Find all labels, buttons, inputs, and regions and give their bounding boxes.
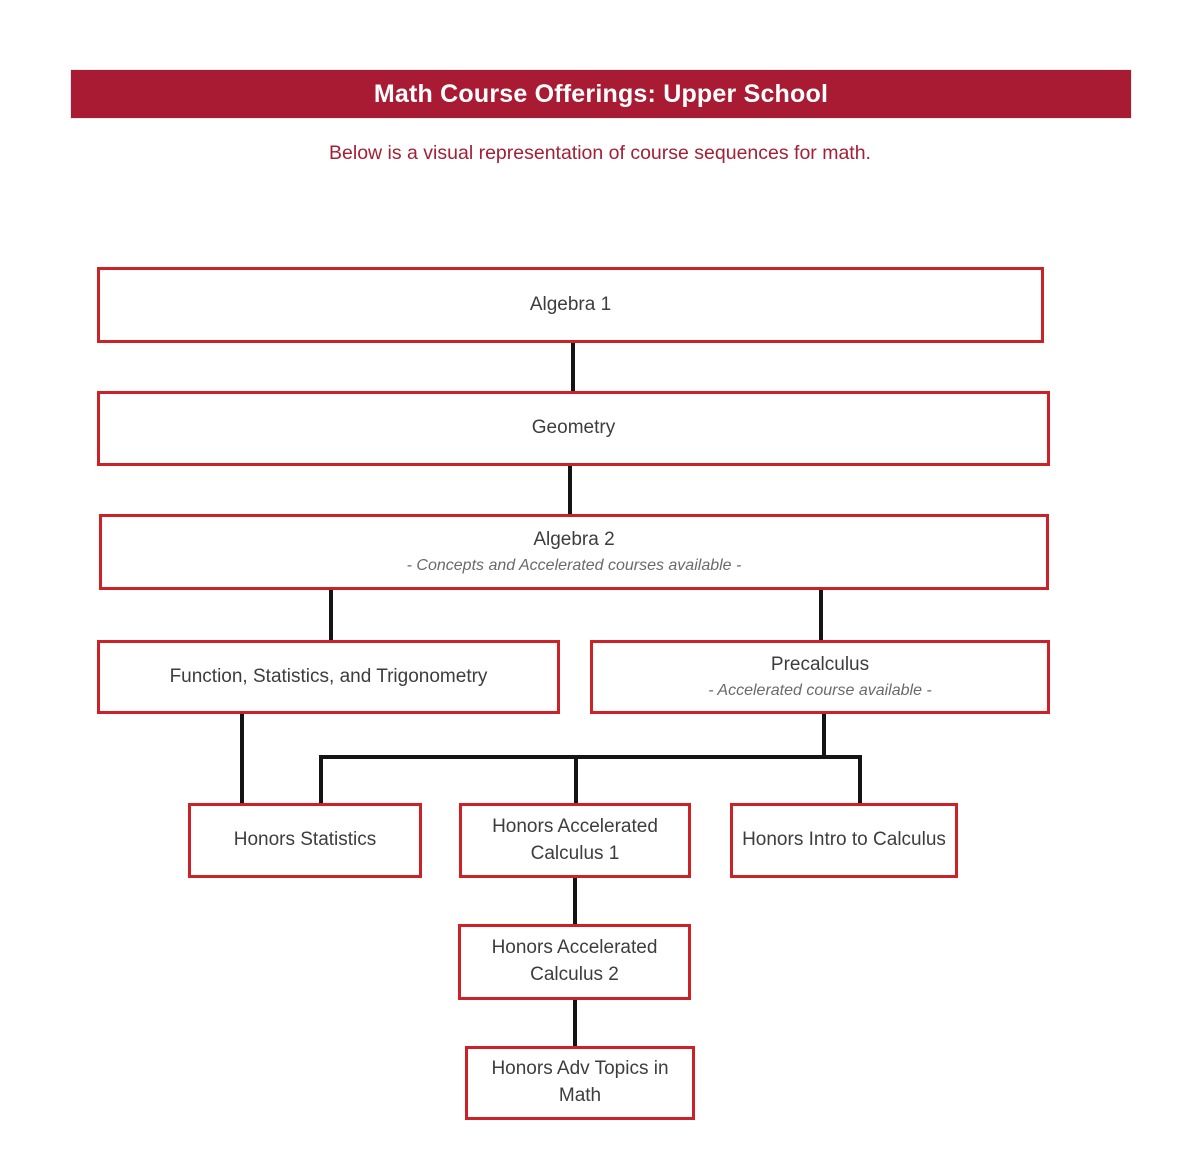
connector-algebra2-fst [329,589,333,641]
node-label: Honors Statistics [233,829,377,851]
connector-algebra2-precalculus [819,589,823,641]
node-label: Honors Accelerated Calculus 1 [492,815,658,864]
connector-hac2-adv-topics [573,999,577,1047]
node-geometry: Geometry [97,391,1050,466]
node-honors-statistics: Honors Statistics [188,803,422,878]
connector-precalculus-drop [822,713,826,759]
node-label: Honors Accelerated Calculus 2 [491,937,658,985]
node-algebra-2: Algebra 2 - Concepts and Accelerated cou… [99,514,1049,590]
connector-branch-honors-intro [858,755,862,804]
node-function-statistics-and-trigonometry: Function, Statistics, and Trigonometry [97,640,560,714]
node-honors-intro-to-calculus: Honors Intro to Calculus [730,803,958,878]
node-note: - Accelerated course available - [708,682,932,700]
node-precalculus: Precalculus - Accelerated course availab… [590,640,1050,714]
node-label: Function, Statistics, and Trigonometry [169,665,488,687]
node-honors-adv-topics-in-math: Honors Adv Topics in Math [465,1046,695,1120]
node-label: Honors Adv Topics in Math [491,1058,669,1106]
node-label: Honors Intro to Calculus [742,829,946,851]
connector-branch-horizontal [319,755,862,759]
page-header-banner: Math Course Offerings: Upper School [71,70,1131,118]
connector-hac1-hac2 [573,877,577,925]
node-honors-accelerated-calculus-2: Honors Accelerated Calculus 2 [458,924,691,1000]
node-label: Geometry [531,417,616,439]
node-honors-accelerated-calculus-1: Honors Accelerated Calculus 1 [459,803,691,878]
connector-branch-honors-statistics [319,755,323,804]
connector-branch-hac1 [574,755,578,804]
node-note: - Concepts and Accelerated courses avail… [406,557,742,575]
page-subtitle: Below is a visual representation of cour… [329,142,871,164]
connector-algebra1-geometry [571,342,575,392]
node-label: Algebra 2 [533,529,615,551]
connector-geometry-algebra2 [568,465,572,515]
connector-fst-honors-statistics [240,713,244,804]
node-label: Algebra 1 [529,293,612,315]
node-algebra-1: Algebra 1 [97,267,1044,343]
node-label: Precalculus [770,654,870,676]
page-title: Math Course Offerings: Upper School [373,79,829,108]
